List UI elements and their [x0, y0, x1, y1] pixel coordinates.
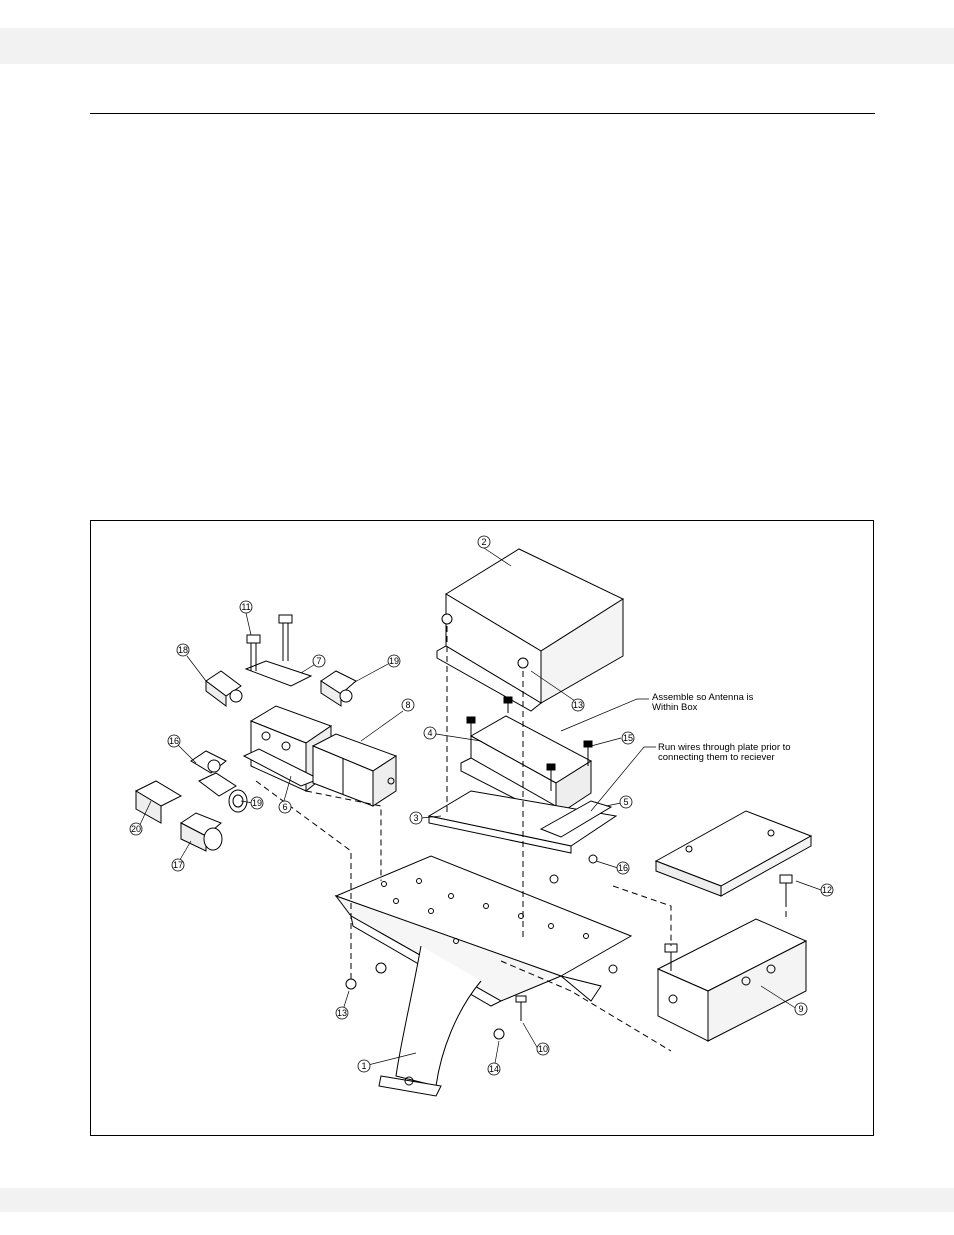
svg-text:1: 1: [361, 1061, 366, 1071]
callout-5: 5: [620, 796, 632, 808]
callout-13b: 13: [336, 1007, 348, 1019]
note-wires-line2: connecting them to reciever: [658, 752, 775, 763]
svg-text:8: 8: [405, 700, 410, 710]
svg-text:5: 5: [623, 797, 628, 807]
callout-3: 3: [410, 812, 422, 824]
callout-6: 6: [279, 801, 291, 813]
svg-text:18: 18: [178, 645, 188, 655]
svg-text:4: 4: [427, 728, 432, 738]
callout-2: 2: [478, 536, 490, 548]
callout-16a: 16: [168, 735, 180, 747]
exploded-assembly-diagram: 2 11 18 7 19 8 16 6 19 20 17 13 4 15 3 5…: [91, 521, 872, 1134]
svg-text:11: 11: [241, 602, 250, 612]
base-bracket: [336, 856, 631, 1096]
svg-text:16: 16: [169, 736, 179, 746]
callout-9: 9: [795, 1003, 807, 1015]
callout-10: 10: [537, 1043, 549, 1055]
callout-11: 11: [240, 601, 252, 613]
callout-4: 4: [424, 727, 436, 739]
svg-text:20: 20: [131, 824, 141, 834]
callout-1: 1: [358, 1060, 370, 1072]
svg-text:9: 9: [798, 1004, 803, 1014]
svg-text:15: 15: [623, 733, 633, 743]
junction-box: [658, 875, 806, 1041]
callout-7: 7: [313, 655, 325, 667]
solenoid: [313, 734, 396, 806]
callout-19b: 19: [251, 797, 263, 809]
svg-text:7: 7: [316, 656, 321, 666]
callout-12: 12: [821, 884, 833, 896]
svg-text:6: 6: [282, 802, 287, 812]
callout-16b: 16: [617, 862, 629, 874]
callout-19a: 19: [388, 655, 400, 667]
svg-text:17: 17: [173, 860, 183, 870]
svg-text:14: 14: [489, 1064, 499, 1074]
svg-text:10: 10: [538, 1044, 548, 1054]
note-antenna-line2: Within Box: [652, 702, 698, 713]
callout-15: 15: [622, 732, 634, 744]
callout-8: 8: [402, 699, 414, 711]
diagram-frame: 2 11 18 7 19 8 16 6 19 20 17 13 4 15 3 5…: [90, 520, 874, 1136]
svg-text:19: 19: [252, 798, 262, 808]
footer-band: [0, 1188, 954, 1212]
svg-text:13: 13: [337, 1008, 347, 1018]
svg-text:12: 12: [822, 885, 832, 895]
header-band: [0, 28, 954, 64]
svg-text:19: 19: [389, 656, 399, 666]
assembly-notes: Assemble so Antenna is Within Box Run wi…: [652, 692, 791, 763]
callout-17: 17: [172, 859, 184, 871]
callout-13a: 13: [572, 699, 584, 711]
callout-14: 14: [488, 1063, 500, 1075]
svg-text:3: 3: [413, 813, 418, 823]
svg-text:13: 13: [573, 700, 583, 710]
callout-18: 18: [177, 644, 189, 656]
header-rule: [90, 113, 875, 114]
svg-text:2: 2: [481, 537, 486, 547]
enclosure-box: [437, 549, 623, 711]
svg-text:16: 16: [618, 863, 628, 873]
callout-20: 20: [130, 823, 142, 835]
